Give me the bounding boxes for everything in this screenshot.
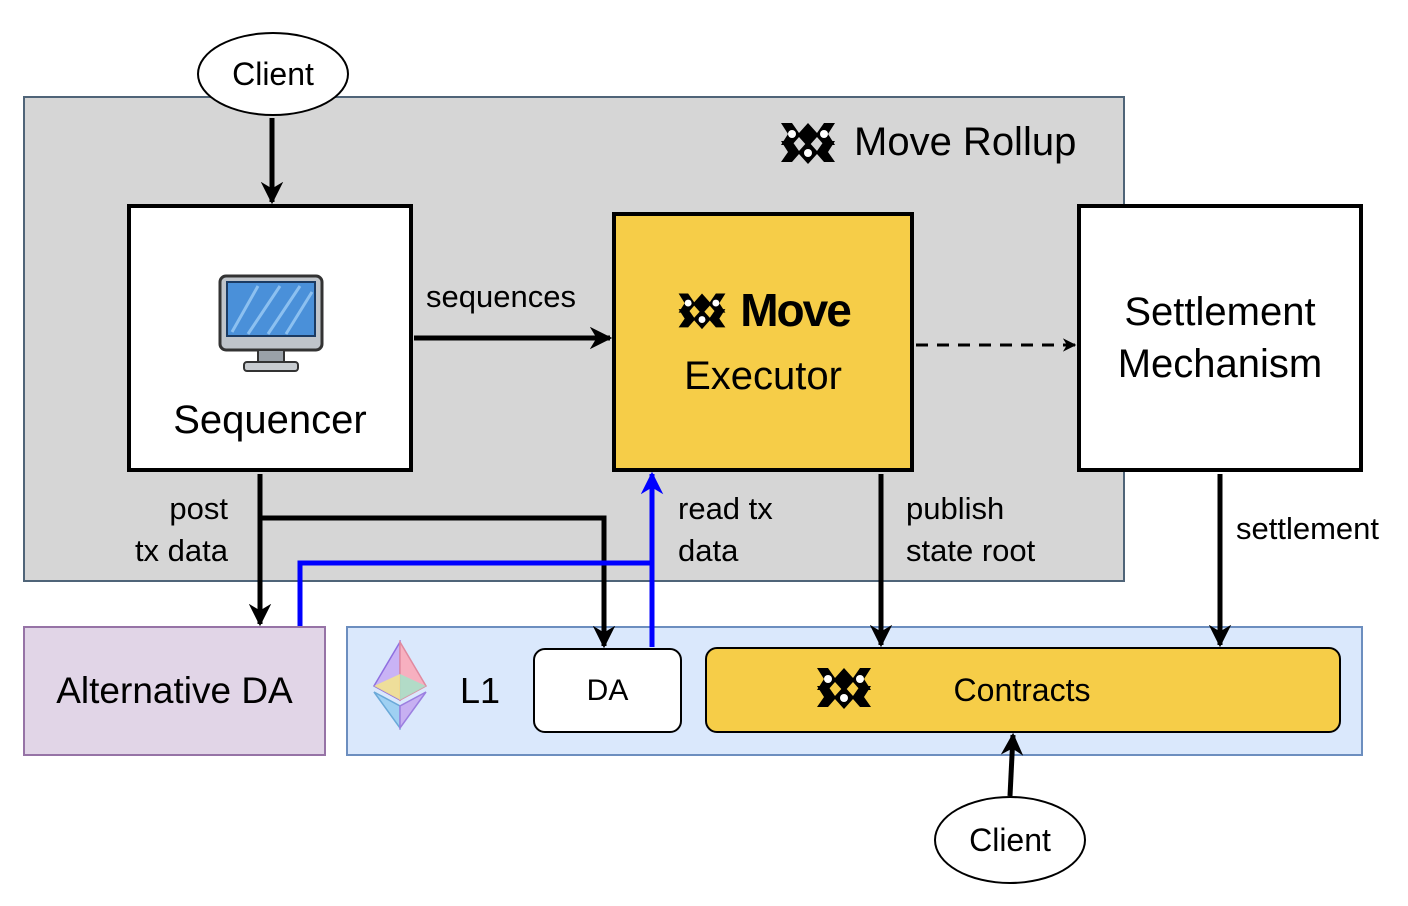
edge-label-publish-state-root: publish state root xyxy=(906,488,1035,572)
settlement-label-line2: Mechanism xyxy=(1117,342,1323,386)
edge-label-publish-line1: publish xyxy=(906,491,1005,526)
move-brand-text: Move xyxy=(740,284,852,336)
monitor-icon xyxy=(218,274,324,372)
rollup-title-text: Move Rollup xyxy=(854,119,1077,164)
edge-label-read-line1: read tx xyxy=(678,491,773,526)
da-node: DA xyxy=(533,648,682,733)
edge-label-post-line2: tx data xyxy=(134,533,228,568)
edge-label-publish-line2: state root xyxy=(906,533,1036,568)
executor-label: Executor xyxy=(684,353,842,398)
da-label: DA xyxy=(586,673,629,707)
contracts-label: Contracts xyxy=(953,671,1091,708)
edge-label-post-tx-data: post tx data xyxy=(110,488,228,572)
settlement-mechanism-node: Settlement Mechanism xyxy=(1077,204,1363,472)
edge-read-alt-da xyxy=(297,560,652,626)
edge-label-post-line1: post xyxy=(169,491,228,526)
client-bottom-node: Client xyxy=(934,796,1086,884)
edge-label-settlement: settlement xyxy=(1236,511,1380,546)
edge-label-read-line2: data xyxy=(678,533,739,568)
client-bottom-label: Client xyxy=(969,821,1051,858)
alternative-da-label: Alternative DA xyxy=(56,670,293,711)
edge-label-read-tx-data: read tx data xyxy=(678,488,773,572)
client-top-node: Client xyxy=(197,32,349,116)
contracts-node xyxy=(705,647,1341,733)
move-brand: Move xyxy=(612,280,914,340)
alternative-da-node: Alternative DA xyxy=(23,626,326,756)
edge-post-tx-data-l1-da xyxy=(260,515,616,649)
settlement-label-line1: Settlement xyxy=(1124,290,1316,334)
l1-label: L1 xyxy=(460,670,501,711)
edge-client-to-contracts xyxy=(1000,732,1024,797)
edge-label-sequences: sequences xyxy=(426,279,576,314)
rollup-title: Move Rollup xyxy=(778,112,1076,172)
client-top-label: Client xyxy=(232,55,314,92)
sequencer-label: Sequencer xyxy=(173,397,367,442)
move-executor-node xyxy=(612,212,914,472)
ethereum-icon xyxy=(372,640,428,730)
